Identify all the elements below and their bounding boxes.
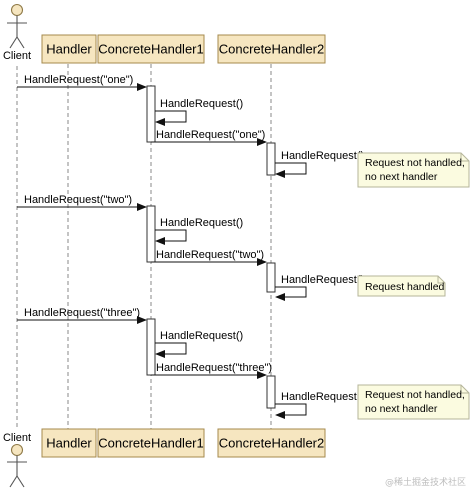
concrete1-label-top: ConcreteHandler1 bbox=[98, 42, 204, 57]
note-three: Request not handled, no next handler bbox=[357, 384, 470, 420]
concrete1-activation-one bbox=[146, 85, 156, 143]
note-one-line1: Request not handled, bbox=[365, 157, 465, 169]
forward-two-label: HandleRequest("two") bbox=[156, 249, 264, 261]
note-three-line2: no next handler bbox=[365, 403, 438, 415]
note-two: Request handled bbox=[357, 275, 446, 297]
client-actor-bottom bbox=[7, 443, 27, 488]
watermark: @稀土掘金技术社区 bbox=[385, 476, 466, 488]
handler-box-bottom: Handler bbox=[41, 428, 97, 458]
self-call-three-arrow bbox=[155, 342, 187, 358]
note-two-line1: Request handled bbox=[365, 281, 445, 293]
client-label-bottom: Client bbox=[3, 432, 31, 444]
self-call-one-2-arrow bbox=[275, 162, 307, 178]
self-call-two-2-label: HandleRequest() bbox=[281, 274, 364, 286]
self-call-one-label: HandleRequest() bbox=[160, 98, 243, 110]
note-one: Request not handled, no next handler bbox=[357, 152, 470, 188]
client-label-top: Client bbox=[3, 50, 31, 62]
self-call-three-2-arrow bbox=[275, 403, 307, 419]
handler-label-top: Handler bbox=[46, 42, 92, 57]
note-one-line2: no next handler bbox=[365, 171, 438, 183]
self-call-two-label: HandleRequest() bbox=[160, 217, 243, 229]
msg-three-label: HandleRequest("three") bbox=[24, 307, 140, 319]
concrete1-label-bottom: ConcreteHandler1 bbox=[98, 436, 204, 451]
concrete2-box-bottom: ConcreteHandler2 bbox=[217, 428, 326, 458]
self-call-three-label: HandleRequest() bbox=[160, 330, 243, 342]
forward-three-label: HandleRequest("three") bbox=[156, 362, 272, 374]
handler-label-bottom: Handler bbox=[46, 436, 92, 451]
concrete2-label-bottom: ConcreteHandler2 bbox=[219, 436, 325, 451]
concrete1-activation-two bbox=[146, 205, 156, 263]
handler-box-top: Handler bbox=[41, 34, 97, 64]
concrete1-box-top: ConcreteHandler1 bbox=[97, 34, 205, 64]
self-call-one-2-label: HandleRequest() bbox=[281, 150, 364, 162]
concrete1-box-bottom: ConcreteHandler1 bbox=[97, 428, 205, 458]
forward-one-label: HandleRequest("one") bbox=[156, 129, 265, 141]
note-three-line1: Request not handled, bbox=[365, 389, 465, 401]
client-actor-top bbox=[7, 3, 27, 49]
msg-two-label: HandleRequest("two") bbox=[24, 194, 132, 206]
concrete2-activation-three bbox=[266, 375, 276, 409]
concrete2-box-top: ConcreteHandler2 bbox=[217, 34, 326, 64]
concrete2-label-top: ConcreteHandler2 bbox=[219, 42, 325, 57]
self-call-one-arrow bbox=[155, 110, 187, 126]
concrete2-activation-one bbox=[266, 142, 276, 176]
self-call-three-2-label: HandleRequest() bbox=[281, 391, 364, 403]
self-call-two-2-arrow bbox=[275, 286, 307, 301]
msg-one-label: HandleRequest("one") bbox=[24, 74, 133, 86]
self-call-two-arrow bbox=[155, 229, 187, 245]
concrete2-activation-two bbox=[266, 262, 276, 293]
concrete1-activation-three bbox=[146, 318, 156, 376]
